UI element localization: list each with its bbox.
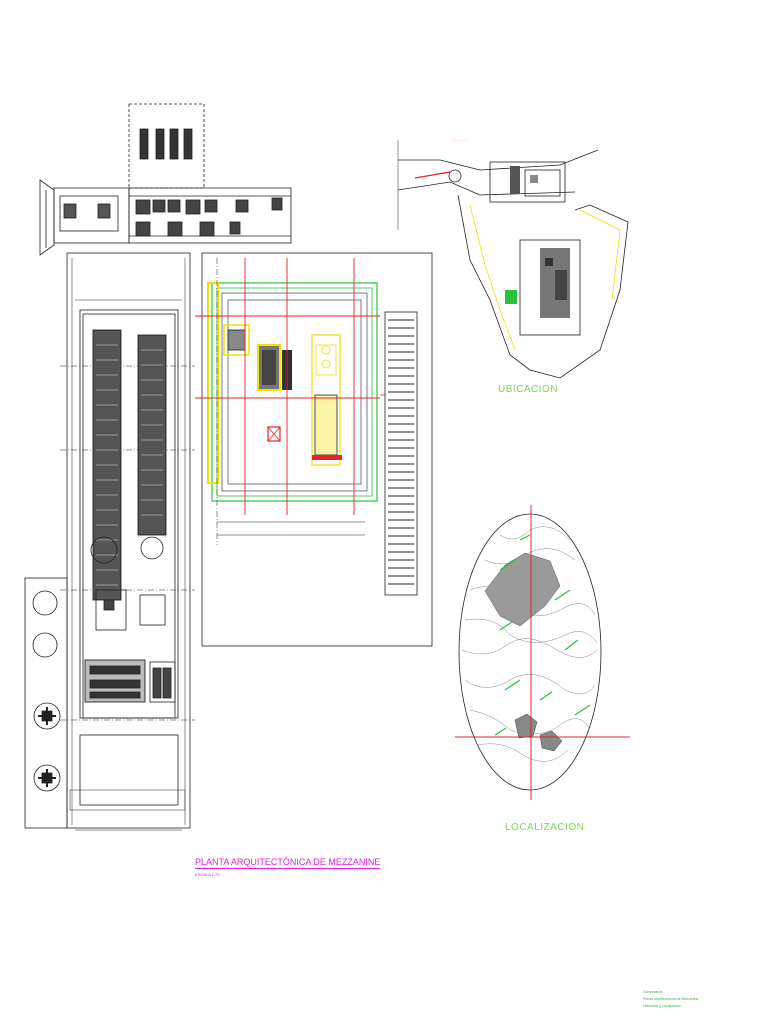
mezzanine-scale-label: ESCALA 1:75 xyxy=(195,872,220,877)
center-plan xyxy=(195,252,433,647)
mezzanine-plan-title: PLANTA ARQUITECTÓNICA DE MEZZANINE xyxy=(195,857,381,869)
annex-plan xyxy=(39,103,292,256)
note-line-1: Comentarios xyxy=(643,990,663,994)
ubicacion-site-plan: · · · · · · · · xyxy=(397,139,629,379)
floor-plan-left xyxy=(60,252,195,831)
localizacion-map xyxy=(455,505,630,800)
note-line-2: Planta arquitectónica de Mezzanine xyxy=(643,997,699,1001)
sheet-notes: Comentarios Planta arquitectónica de Mez… xyxy=(643,990,698,1011)
note-line-3: Ubicación y Localización xyxy=(643,1004,682,1008)
detail-column-left xyxy=(24,577,68,829)
svg-text:· · · · · · · ·: · · · · · · · · xyxy=(452,139,468,143)
localizacion-title: LOCALIZACION xyxy=(505,822,585,833)
ubicacion-title: UBICACION xyxy=(498,384,559,395)
